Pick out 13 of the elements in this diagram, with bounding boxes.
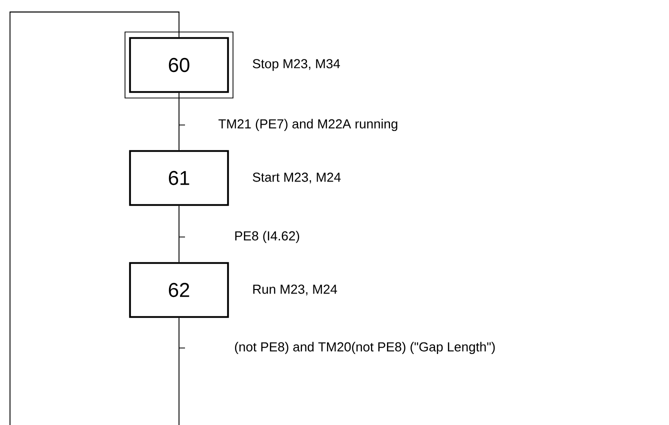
action-text: Stop M23, M34 xyxy=(252,59,340,71)
step-box: 61 xyxy=(129,150,229,206)
step-box: 62 xyxy=(129,262,229,318)
action-text: Run M23, M24 xyxy=(253,284,338,296)
connector-line xyxy=(10,12,180,425)
connector-line xyxy=(178,317,180,425)
transition-condition: PE8 (I4.62) xyxy=(235,230,300,244)
transition-condition: (not PE8) and TM20(not PE8) ("Gap Length") xyxy=(235,342,495,354)
connector-line xyxy=(178,92,180,151)
connector-line xyxy=(178,205,180,263)
action-text: Start M23, M24 xyxy=(252,172,341,184)
transition-condition: TM21 (PE7) and M22A running xyxy=(218,118,398,132)
initial-step-box: 60 xyxy=(124,32,234,98)
